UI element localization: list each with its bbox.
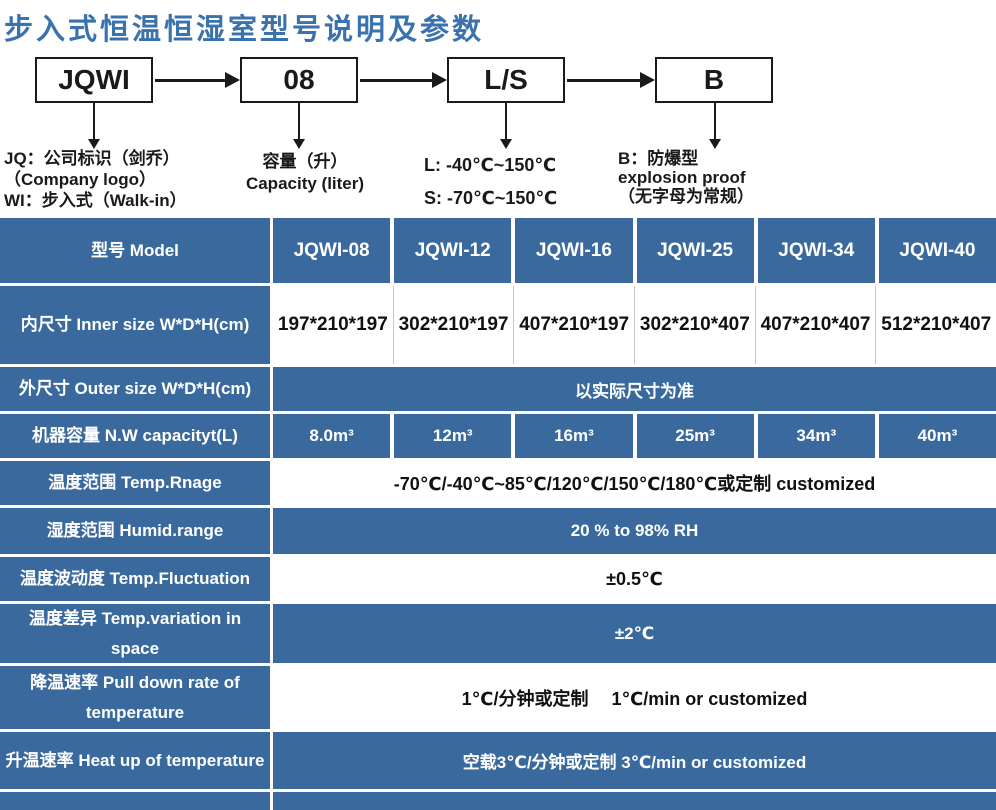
table-row-capacity: 机器容量 N.W capacityt(L) 8.0m³ 12m³ 16m³ 25… (0, 414, 996, 458)
note-company-logo: JQ：公司标识（剑乔） （Company logo） WI：步入式（Walk-i… (4, 148, 187, 211)
row-label: 温度差异 Temp.variation in space (0, 604, 270, 663)
arrow-head (709, 139, 721, 149)
table-row-pulldown-rate: 降温速率 Pull down rate of temperature 1℃/分钟… (0, 666, 996, 729)
flow-box-temp-type: L/S (447, 57, 565, 103)
header-model: JQWI-16 (515, 218, 633, 283)
arrow-shaft (360, 78, 432, 82)
arrow-right-icon (155, 72, 240, 88)
arrow-shaft (298, 103, 300, 139)
cell-value: 16m³ (515, 414, 633, 458)
table-row-temp-range: 温度范围 Temp.Rnage -70℃/-40℃~85℃/120℃/150℃/… (0, 461, 996, 505)
spec-table: 型号 Model JQWI-08 JQWI-12 JQWI-16 JQWI-25… (0, 218, 996, 810)
note-line: Capacity (liter) (245, 174, 365, 193)
cell-value: 512*210*407 (881, 314, 992, 335)
cell-span-value: 以实际尺寸为准 (273, 367, 996, 411)
arrow-shaft (505, 103, 507, 139)
table-row-humidity: 湿度范围 Humid.range 20 % to 98% RH (0, 508, 996, 554)
arrow-shaft (714, 103, 716, 139)
note-temp-type: L: -40℃~150℃ S: -70℃~150℃ (424, 149, 557, 215)
row-label: 温度波动度 Temp.Fluctuation (0, 557, 270, 601)
header-model: JQWI-40 (878, 218, 996, 283)
cell-span-value: -70℃/-40℃~85℃/120℃/150℃/180℃或定制 customiz… (273, 461, 996, 505)
header-cells: JQWI-08 JQWI-12 JQWI-16 JQWI-25 JQWI-34 … (273, 218, 996, 283)
cell-span-value: 20 % to 98% RH (273, 508, 996, 554)
arrow-down-icon (709, 103, 721, 149)
cell-value: 8.0m³ (273, 414, 391, 458)
row-label: 降温速率 Pull down rate of temperature (0, 666, 270, 729)
row-label: 升温速率 Heat up of temperature (0, 732, 270, 789)
cell-span-value: 以实际重量为准 (273, 792, 996, 810)
header-model: JQWI-34 (757, 218, 875, 283)
cell-span-value: 空载3℃/分钟或定制 3℃/min or customized (273, 732, 996, 789)
note-line: WI：步入式（Walk-in） (4, 191, 187, 210)
cell-value: 34m³ (757, 414, 875, 458)
cell-value: 407*210*407 (756, 286, 877, 364)
cell-span-value: 1℃/分钟或定制 1℃/min or customized (273, 666, 996, 729)
note-line: explosion proof (618, 168, 746, 187)
header-model: JQWI-08 (273, 218, 391, 283)
table-row-weight-partial: 机器重量 N.W weight(kg) 以实际重量为准 (0, 792, 996, 810)
arrow-right-icon (567, 72, 655, 88)
arrow-shaft (93, 103, 95, 139)
flow-box-explosion: B (655, 57, 773, 103)
cell-value: 40m³ (878, 414, 996, 458)
arrow-head (432, 72, 447, 88)
note-line: （Company logo） (4, 170, 157, 189)
row-label: 温度范围 Temp.Rnage (0, 461, 270, 505)
page-title: 步入式恒温恒湿室型号说明及参数 (4, 14, 485, 46)
arrow-shaft (567, 78, 640, 82)
cell-value: 197*210*197 (273, 286, 394, 364)
model-code-diagram: JQWI 08 L/S B JQ：公司标识（剑乔） （Company logo）… (0, 0, 996, 218)
header-model-label: 型号 Model (0, 218, 270, 283)
flow-box-capacity: 08 (240, 57, 358, 103)
note-line: B：防爆型 (618, 149, 699, 168)
row-label: 机器容量 N.W capacityt(L) (0, 414, 270, 458)
arrow-down-icon (293, 103, 305, 149)
row-label: 机器重量 N.W weight(kg) (0, 792, 270, 810)
note-line: （无字母为常规） (618, 187, 754, 206)
cell-span-value: ±2℃ (273, 604, 996, 663)
arrow-shaft (155, 78, 225, 82)
row-label: 内尺寸 Inner size W*D*H(cm) (0, 286, 270, 364)
row-cells: 197*210*197 302*210*197 407*210*197 302*… (273, 286, 996, 364)
header-model: JQWI-12 (394, 218, 512, 283)
row-cells: 8.0m³ 12m³ 16m³ 25m³ 34m³ 40m³ (273, 414, 996, 458)
header-model: JQWI-25 (636, 218, 754, 283)
row-label: 湿度范围 Humid.range (0, 508, 270, 554)
arrow-head (640, 72, 655, 88)
row-label: 外尺寸 Outer size W*D*H(cm) (0, 367, 270, 411)
arrow-down-icon (500, 103, 512, 149)
cell-value: 25m³ (636, 414, 754, 458)
note-capacity: 容量（升） Capacity (liter) (205, 151, 405, 195)
cell-value: 302*210*407 (635, 286, 756, 364)
cell-value: 407*210*197 (514, 286, 636, 364)
table-row-variation: 温度差异 Temp.variation in space ±2℃ (0, 604, 996, 663)
table-row-heatup-rate: 升温速率 Heat up of temperature 空载3℃/分钟或定制 3… (0, 732, 996, 789)
arrow-down-icon (88, 103, 100, 149)
note-explosion-proof: B：防爆型 explosion proof （无字母为常规） (618, 149, 754, 206)
table-row-outer-size: 外尺寸 Outer size W*D*H(cm) 以实际尺寸为准 (0, 367, 996, 411)
flow-box-brand: JQWI (35, 57, 153, 103)
note-line: L: -40℃~150℃ (424, 155, 557, 175)
table-row-inner-size: 内尺寸 Inner size W*D*H(cm) 197*210*197 302… (0, 286, 996, 364)
cell-value: 12m³ (394, 414, 512, 458)
table-header-row: 型号 Model JQWI-08 JQWI-12 JQWI-16 JQWI-25… (0, 218, 996, 283)
note-line: JQ：公司标识（剑乔） (4, 149, 180, 168)
note-line: 容量（升） (262, 152, 348, 171)
arrow-head (88, 139, 100, 149)
note-line: S: -70℃~150℃ (424, 188, 558, 208)
table-row-fluctuation: 温度波动度 Temp.Fluctuation ±0.5℃ (0, 557, 996, 601)
arrow-right-icon (360, 72, 447, 88)
cell-span-value: ±0.5℃ (273, 557, 996, 601)
arrow-head (500, 139, 512, 149)
arrow-head (293, 139, 305, 149)
cell-value: 302*210*197 (394, 286, 515, 364)
arrow-head (225, 72, 240, 88)
